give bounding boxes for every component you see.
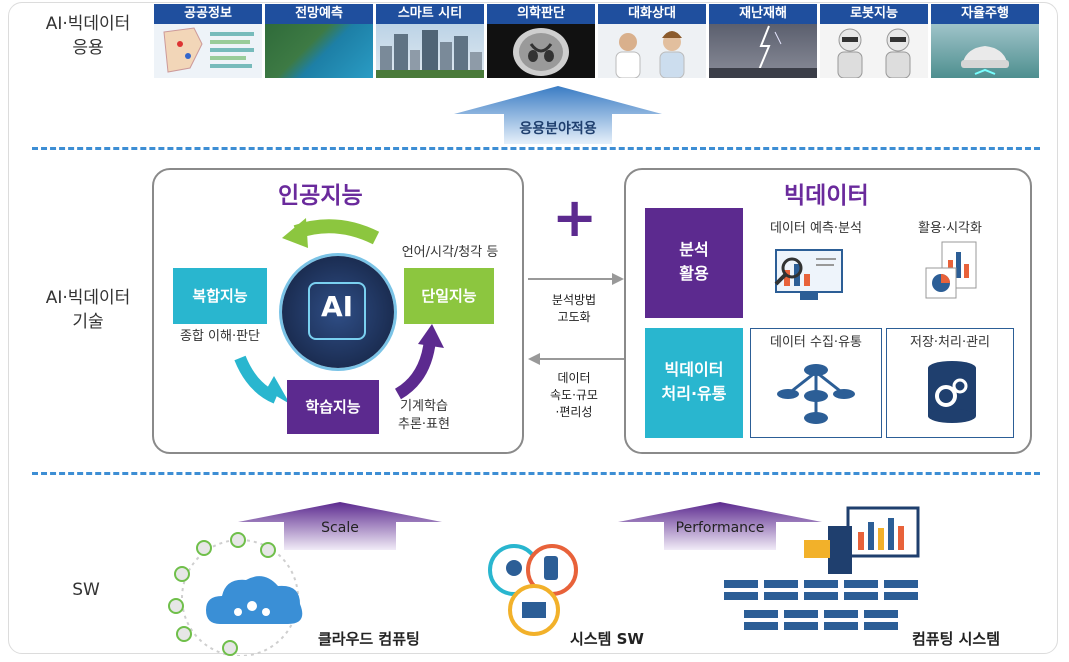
arrow-right-icon	[528, 273, 624, 285]
processing-box: 빅데이터 처리·유통	[645, 328, 743, 438]
app-tile-medical: 의학판단	[487, 4, 595, 78]
composite-intelligence-box: 복합지능	[173, 268, 267, 324]
app-tile-label: 로봇지능	[820, 4, 928, 24]
app-tile-robot: 로봇지능	[820, 4, 928, 78]
app-tile-label: 자율주행	[931, 4, 1039, 24]
database-network-icon	[777, 364, 855, 424]
computing-system-icon	[724, 506, 920, 630]
processing-item-collection: 데이터 수집·유통	[770, 335, 862, 350]
app-tile-label: 전망예측	[265, 4, 373, 24]
sw-item-cloud: 클라우드 컴퓨팅	[318, 630, 420, 648]
analysis-box: 분석 활용	[645, 208, 743, 318]
ai-center-badge	[282, 256, 394, 368]
app-tile-smart-city: 스마트 시티	[376, 4, 484, 78]
app-tile-label: 의학판단	[487, 4, 595, 24]
app-tile-forecast: 전망예측	[265, 4, 373, 78]
analysis-item-visualization: 활용·시각화	[918, 221, 982, 236]
learning-intelligence-desc: 기계학습 추론·표현	[398, 399, 450, 432]
cloud-computing-icon	[168, 532, 303, 656]
row-label-technology: AI·빅데이터 기술	[45, 288, 131, 332]
ai-chip-icon	[308, 282, 366, 340]
processing-item-storage: 저장·처리·관리	[909, 335, 991, 350]
arrow-left-icon	[528, 353, 624, 365]
divider-top	[32, 147, 1040, 150]
robot-icon	[820, 24, 928, 78]
city-image-icon	[376, 24, 484, 78]
app-tile-public-info: 공공정보	[154, 4, 262, 78]
scale-up-arrow-icon	[238, 502, 442, 550]
visualization-icon	[925, 241, 977, 299]
app-tile-label: 대화상대	[598, 4, 706, 24]
ai-center-label: AI	[320, 290, 354, 323]
single-intelligence-desc: 언어/시각/청각 등	[401, 245, 499, 260]
scale-arrow-label: Scale	[321, 520, 359, 536]
app-tile-label: 재난재해	[709, 4, 817, 24]
coastline-image-icon	[265, 24, 373, 78]
application-arrow-label: 응용분야적용	[519, 121, 597, 137]
cycle-arrows-icon	[234, 218, 444, 404]
plus-symbol: +	[552, 186, 598, 249]
divider-bottom	[32, 472, 1040, 475]
map-image-icon	[154, 24, 262, 78]
ai-title: 인공지능	[278, 183, 363, 209]
app-tile-label: 스마트 시티	[376, 4, 484, 24]
system-sw-icon	[488, 544, 578, 636]
row-label-sw: SW	[72, 580, 100, 600]
diagram-frame	[8, 2, 1058, 654]
app-tile-disaster: 재난재해	[709, 4, 817, 78]
app-tile-conversation: 대화상대	[598, 4, 706, 78]
analytics-monitor-icon	[774, 249, 843, 300]
database-gear-icon	[928, 361, 976, 423]
link-to-ai-label: 데이터 속도·규모 ·편리성	[550, 371, 598, 419]
analysis-item-prediction: 데이터 예측·분석	[770, 221, 862, 236]
composite-intelligence-desc: 종합 이해·판단	[179, 329, 261, 344]
link-to-bigdata-label: 분석방법 고도화	[551, 293, 597, 324]
app-tile-label: 공공정보	[154, 4, 262, 24]
learning-intelligence-box: 학습지능	[287, 380, 379, 434]
app-tile-autonomous: 자율주행	[931, 4, 1039, 78]
single-intelligence-box: 단일지능	[404, 268, 494, 324]
performance-up-arrow-icon	[618, 502, 822, 550]
lightning-storm-icon	[709, 24, 817, 78]
performance-arrow-label: Performance	[675, 520, 765, 536]
sw-item-computing: 컴퓨팅 시스템	[912, 630, 1001, 648]
sw-item-system: 시스템 SW	[570, 630, 644, 648]
row-label-application: AI·빅데이터 응용	[45, 14, 131, 58]
car-icon	[931, 24, 1039, 78]
bigdata-title: 빅데이터	[784, 183, 869, 209]
application-up-arrow-icon	[454, 86, 662, 144]
brain-scan-icon	[487, 24, 595, 78]
people-talking-icon	[598, 24, 706, 78]
